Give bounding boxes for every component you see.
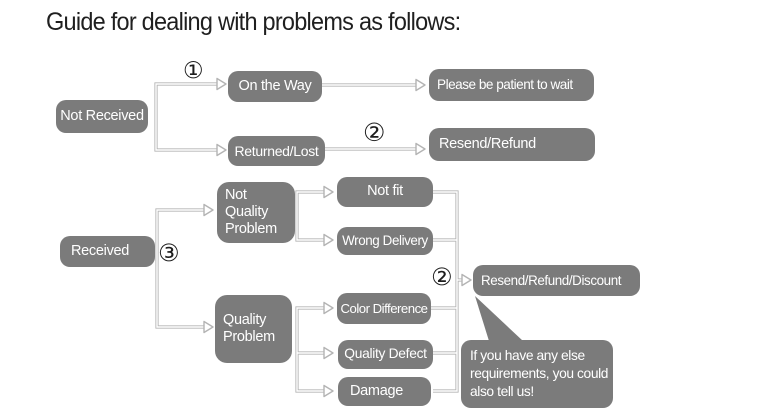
- node-quality-problem: Quality Problem: [215, 295, 292, 363]
- node-on-the-way: On the Way: [228, 71, 322, 102]
- node-received: Received: [60, 236, 155, 267]
- flow-lines: [155, 83, 462, 392]
- speech-bubble-tail: [475, 296, 523, 341]
- arrow-head-icons: [203, 77, 472, 398]
- node-please-wait: Please be patient to wait: [429, 69, 594, 101]
- step-3-marker: ③: [158, 239, 180, 267]
- node-damage: Damage: [338, 377, 431, 406]
- node-quality-defect: Quality Defect: [338, 340, 433, 369]
- node-color-difference: Color Difference: [337, 293, 431, 324]
- node-returned-lost: Returned/Lost: [228, 136, 325, 166]
- step-2-marker-mid: ②: [431, 263, 453, 291]
- step-2-marker-top: ②: [363, 118, 386, 147]
- speech-bubble-note: If you have any else requirements, you c…: [461, 340, 613, 408]
- node-not-fit: Not fit: [337, 177, 433, 207]
- page-title: Guide for dealing with problems as follo…: [46, 8, 461, 36]
- node-wrong-delivery: Wrong Delivery: [337, 227, 433, 255]
- node-not-quality-problem: Not Quality Problem: [217, 182, 295, 243]
- step-1-marker: ①: [183, 58, 204, 84]
- node-resend-refund: Resend/Refund: [429, 128, 595, 161]
- node-resend-refund-discount: Resend/Refund/Discount: [473, 265, 640, 296]
- node-not-received: Not Received: [56, 100, 148, 133]
